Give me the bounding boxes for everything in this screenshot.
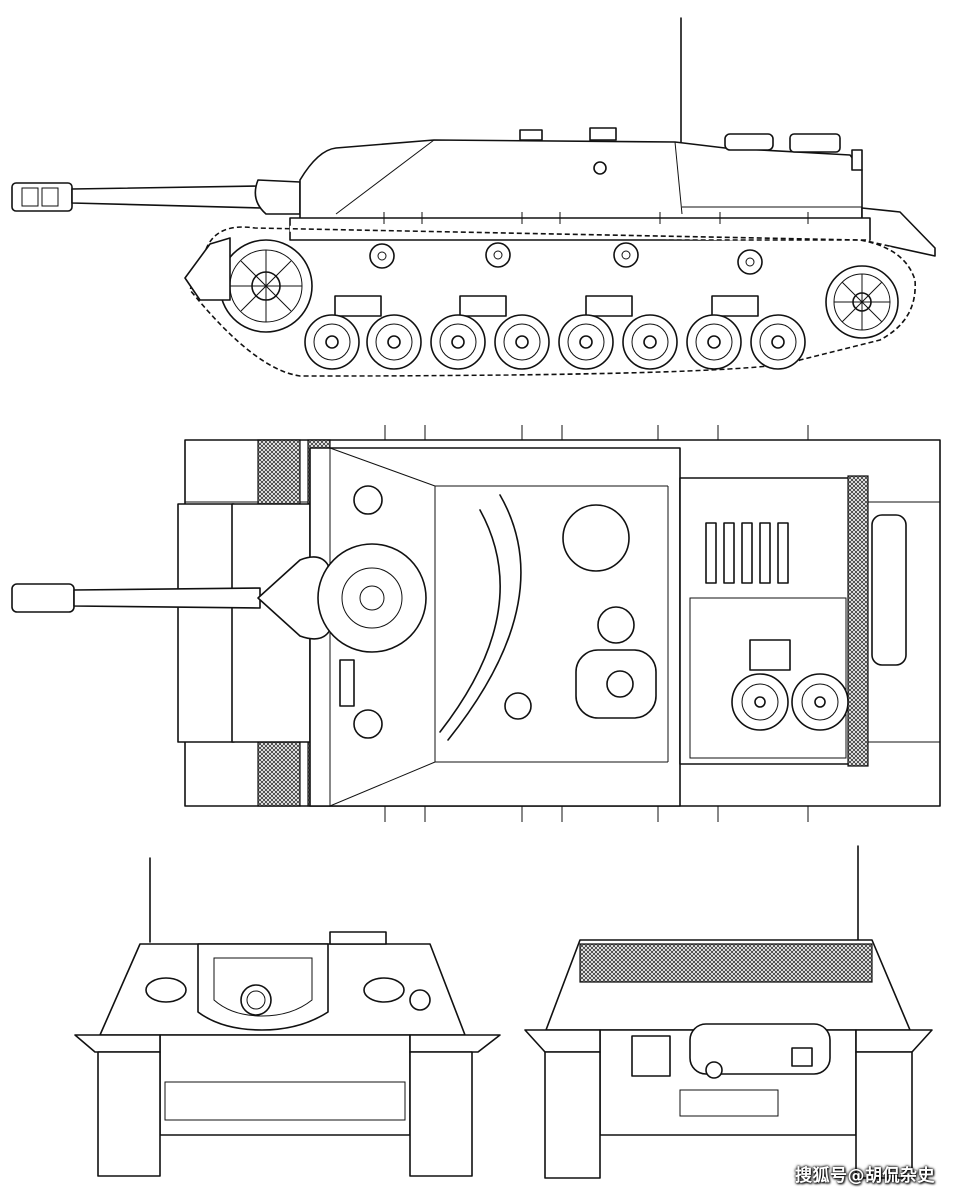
side-rear-plate <box>862 208 935 256</box>
front-gun-muzzle <box>241 985 271 1015</box>
rear-track-left <box>545 1052 600 1178</box>
side-return-rollers <box>370 243 762 274</box>
rear-view <box>525 846 932 1178</box>
side-hatch-2 <box>590 128 616 140</box>
top-gun-barrel <box>74 588 260 608</box>
side-road-wheels <box>305 315 805 369</box>
side-gun-mantlet <box>255 180 300 214</box>
watermark-text: 搜狐号@胡侃杂史 <box>795 1166 935 1186</box>
front-track-left <box>98 1052 160 1176</box>
side-superstructure <box>300 140 862 222</box>
top-tools <box>706 523 788 583</box>
side-hatch-1 <box>520 130 542 140</box>
front-hull <box>160 1035 410 1135</box>
top-muffler <box>872 515 906 665</box>
top-commander-hatch <box>563 505 629 571</box>
front-track-right <box>410 1052 472 1176</box>
top-muzzle-brake <box>12 584 74 612</box>
side-gun-barrel <box>72 186 262 208</box>
top-spare-track-3 <box>258 742 300 806</box>
top-rear-spare-track <box>848 476 868 766</box>
rear-spare-track-row <box>580 944 872 982</box>
front-view <box>75 858 500 1176</box>
top-gun-mount <box>318 544 426 652</box>
top-view <box>12 425 940 822</box>
top-spare-track-1 <box>258 440 300 504</box>
side-view <box>12 18 935 376</box>
rear-track-right <box>856 1052 912 1178</box>
side-drive-sprocket <box>220 240 312 332</box>
side-idler-wheel <box>826 266 898 338</box>
